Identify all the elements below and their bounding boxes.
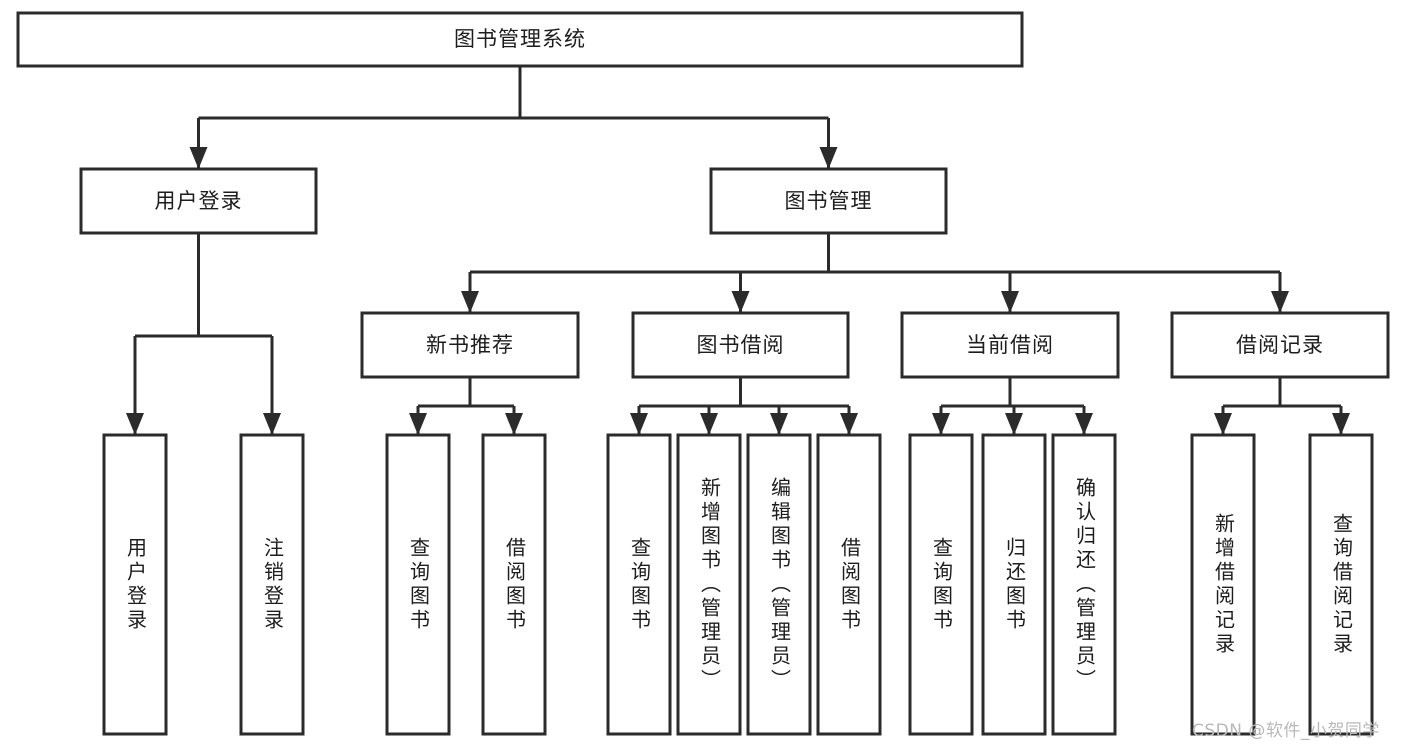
- node-box-leaf-user-login[interactable]: [102, 433, 168, 736]
- node-box-leaf-query-book-borrow[interactable]: [606, 433, 672, 736]
- arrow-head-leaf-add-borrow-record: [1214, 413, 1232, 435]
- arrow-head-leaf-query-borrow-record: [1332, 413, 1350, 435]
- node-box-leaf-add-borrow-record[interactable]: [1190, 433, 1256, 736]
- node-box-leaf-borrow-book-rec[interactable]: [481, 433, 547, 736]
- node-box-leaf-add-book-admin[interactable]: [676, 433, 742, 736]
- node-box-book-manage[interactable]: [709, 167, 948, 235]
- arrow-head-book-borrow: [731, 291, 750, 313]
- arrow-head-leaf-query-book-current: [932, 413, 950, 435]
- arrow-head-leaf-return-book: [1005, 413, 1023, 435]
- node-box-leaf-borrow-book[interactable]: [816, 433, 882, 736]
- node-box-new-book-rec[interactable]: [360, 311, 580, 379]
- arrow-head-leaf-add-book-admin: [700, 413, 718, 435]
- node-box-root[interactable]: [16, 11, 1024, 68]
- node-box-leaf-logout[interactable]: [239, 433, 305, 736]
- node-box-user-login[interactable]: [79, 167, 318, 235]
- node-box-leaf-confirm-return-admin[interactable]: [1051, 433, 1117, 736]
- arrow-head-leaf-user-login: [126, 413, 144, 435]
- arrow-head-leaf-borrow-book-rec: [505, 413, 523, 435]
- node-box-book-borrow[interactable]: [631, 311, 850, 379]
- arrow-head-book-manage: [819, 147, 838, 169]
- arrow-head-borrow-record: [1271, 291, 1289, 313]
- connector-layer: [126, 66, 1350, 435]
- node-box-layer: [16, 11, 1390, 736]
- arrow-head-leaf-edit-book-admin: [770, 413, 788, 435]
- node-box-current-borrow[interactable]: [900, 311, 1120, 379]
- arrow-head-leaf-borrow-book: [840, 413, 858, 435]
- node-box-leaf-query-book-rec[interactable]: [385, 433, 451, 736]
- arrow-head-new-book-rec: [461, 291, 479, 313]
- arrow-head-leaf-query-book-borrow: [630, 413, 648, 435]
- node-box-borrow-record[interactable]: [1170, 311, 1390, 379]
- watermark-credit: CSDN @软件_小贺同学: [1192, 721, 1380, 741]
- arrow-head-current-borrow: [1001, 291, 1019, 313]
- arrow-head-leaf-logout: [263, 413, 281, 435]
- node-box-leaf-query-borrow-record[interactable]: [1308, 433, 1374, 736]
- arrow-head-leaf-query-book-rec: [409, 413, 427, 435]
- arrow-head-user-login: [189, 147, 208, 169]
- node-box-leaf-query-book-current[interactable]: [908, 433, 974, 736]
- node-box-leaf-edit-book-admin[interactable]: [746, 433, 812, 736]
- node-box-leaf-return-book[interactable]: [981, 433, 1047, 736]
- arrow-head-leaf-confirm-return-admin: [1075, 413, 1093, 435]
